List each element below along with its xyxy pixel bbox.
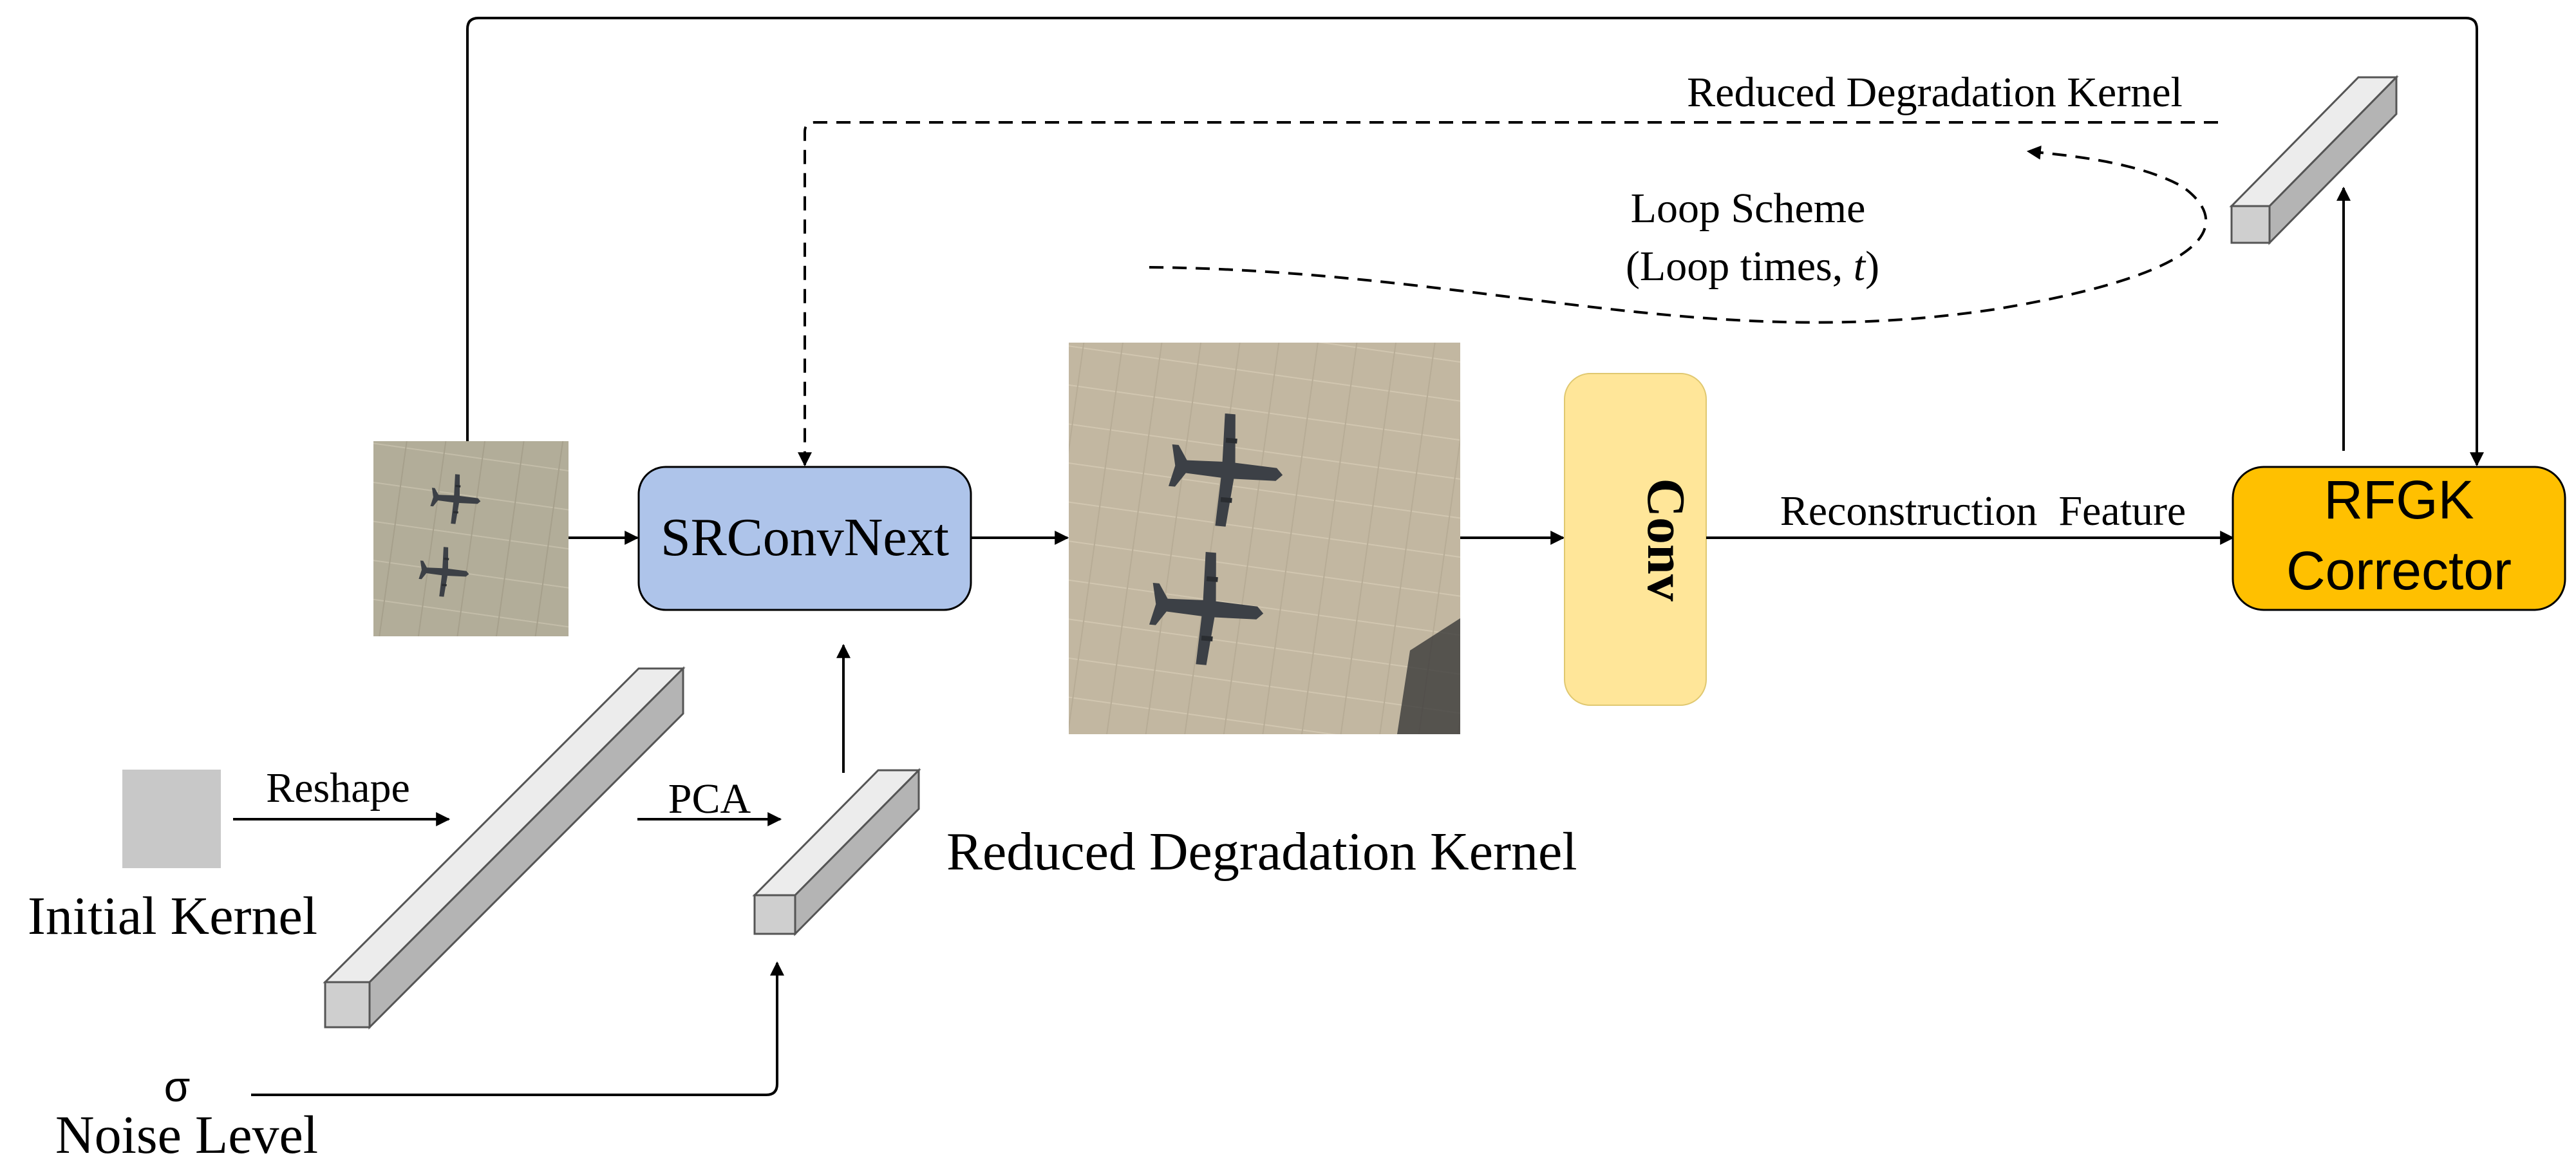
reshape-label: Reshape — [266, 764, 410, 811]
reshaped-kernel-bar — [323, 666, 686, 1030]
rfgk-corrector-block — [2232, 466, 2566, 611]
loop-scheme-label: Loop Scheme — [1631, 185, 1866, 232]
feedback-loop-arrow — [466, 17, 2484, 467]
noise-level-arrow — [251, 961, 784, 1096]
initial-kernel-square — [122, 770, 221, 868]
low-resolution-input-image — [373, 441, 569, 636]
super-resolved-image — [1069, 343, 1460, 734]
srconvnext-label: SRConvNext — [661, 507, 949, 567]
noise-level-label: Noise Level — [55, 1105, 318, 1165]
rfgk-label-line1: RFGK — [2324, 469, 2474, 530]
conv-block — [1564, 373, 1707, 706]
sigma-symbol: σ — [164, 1063, 191, 1110]
loop-scheme-curve — [1149, 146, 2208, 324]
reduced-kernel-bottom-label: Reduced Degradation Kernel — [946, 822, 1577, 882]
pca-label: PCA — [668, 775, 751, 822]
reduced-kernel-top-label: Reduced Degradation Kernel — [1687, 69, 2183, 116]
initial-kernel-label: Initial Kernel — [28, 886, 317, 946]
loop-times-label: (Loop times, t) — [1626, 243, 1879, 290]
conv-label: Conv — [1636, 478, 1696, 601]
reduced-kernel-bar-top — [2229, 75, 2399, 245]
reconstruction-feature-label: Reconstruction Feature — [1780, 488, 2186, 535]
reduced-kernel-dashed-arrow — [798, 121, 2218, 467]
rfgk-label-line2: Corrector — [2286, 540, 2512, 601]
reduced-kernel-bar-bottom — [752, 768, 921, 936]
